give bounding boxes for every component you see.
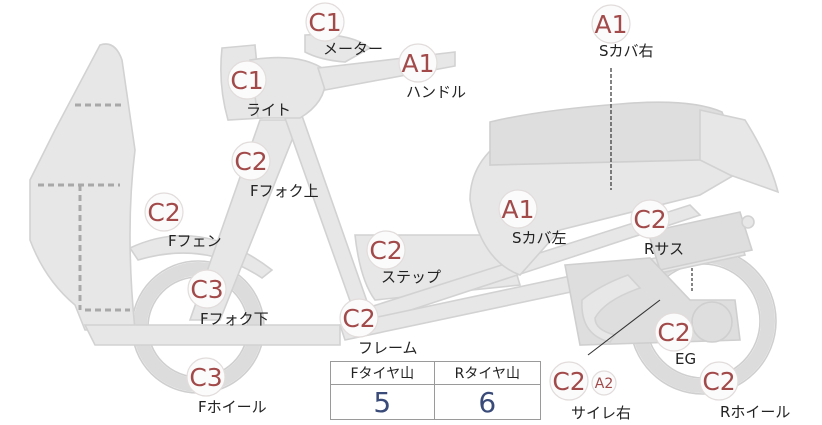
part-label: Fフォク下 (200, 310, 269, 328)
callout-light[interactable]: C1 ライト (227, 60, 291, 119)
front-cowl (29, 43, 136, 331)
callout-r-suspension[interactable]: C2 Rサス (630, 199, 684, 258)
part-label: ハンドル (406, 83, 466, 101)
grade-badge: A1 (594, 10, 627, 39)
front-tread-value: 5 (330, 384, 435, 420)
grade-badge: C2 (702, 367, 735, 396)
grade-badge: A1 (501, 195, 534, 224)
column-header-front-tread: Fタイヤ山 (330, 361, 435, 385)
part-label: Fフェン (168, 232, 222, 250)
grade-badge: C2 (552, 367, 585, 396)
callout-handle[interactable]: A1 ハンドル (398, 43, 466, 101)
grade-badge: C2 (234, 147, 267, 176)
grade-badge: C1 (230, 66, 263, 95)
callout-r-wheel[interactable]: C2 Rホイール (699, 361, 790, 421)
callout-f-fork-upper[interactable]: C2 Fフォク上 (231, 141, 319, 200)
grade-badge: C1 (308, 8, 341, 37)
grade-badge: C3 (190, 275, 223, 304)
table-row: 5 6 (330, 384, 542, 420)
part-label: Fフォク上 (250, 182, 319, 200)
tire-tread-table: Fタイヤ山 Rタイヤ山 5 6 (330, 361, 542, 420)
front-fender (128, 234, 274, 279)
callout-meter[interactable]: C1 メーター (305, 2, 383, 58)
table-header-row: Fタイヤ山 Rタイヤ山 (330, 361, 542, 385)
grade-badge: C2 (147, 198, 180, 227)
grade-badge: A1 (401, 49, 434, 78)
rear-shock (646, 211, 754, 271)
part-label: Sカバ右 (599, 42, 654, 60)
callout-s-cover-right[interactable]: A1 Sカバ右 (591, 4, 654, 60)
part-label: フレーム (358, 339, 418, 357)
callout-s-cover-left[interactable]: A1 Sカバ左 (498, 189, 567, 247)
callout-f-fork-lower[interactable]: C3 Fフォク下 (187, 269, 269, 328)
part-label: Sカバ左 (512, 229, 567, 247)
grade-badge: C2 (633, 205, 666, 234)
grade-badge: C2 (369, 236, 402, 265)
part-label: ステップ (381, 268, 441, 286)
leader-line-muffler (587, 299, 661, 356)
column-header-rear-tread: Rタイヤ山 (433, 361, 542, 385)
callout-step[interactable]: C2 ステップ (366, 230, 441, 286)
floor-panel (83, 324, 341, 346)
part-label: Fホイール (198, 398, 267, 416)
part-label: サイレ右 (571, 404, 631, 422)
part-label: Rホイール (720, 403, 790, 421)
grade-badge: C2 (657, 318, 690, 347)
grade-badge-secondary: A2 (595, 376, 613, 392)
callout-f-wheel[interactable]: C3 Fホイール (186, 357, 267, 416)
part-label: EG (675, 350, 696, 368)
part-label: Rサス (644, 240, 684, 258)
part-label: ライト (246, 101, 291, 119)
tail-cowl (699, 109, 780, 194)
callout-muffler-right[interactable]: C2 A2 サイレ右 (549, 361, 631, 422)
callout-frame[interactable]: C2 フレーム (339, 298, 418, 357)
part-label: メーター (323, 40, 383, 58)
grade-badge: C2 (342, 304, 375, 333)
callout-engine[interactable]: C2 EG (654, 312, 696, 368)
grade-badge: C3 (189, 363, 222, 392)
callout-f-fender[interactable]: C2 Fフェン (144, 192, 222, 250)
rear-tread-value: 6 (433, 384, 542, 420)
seat (489, 101, 729, 166)
